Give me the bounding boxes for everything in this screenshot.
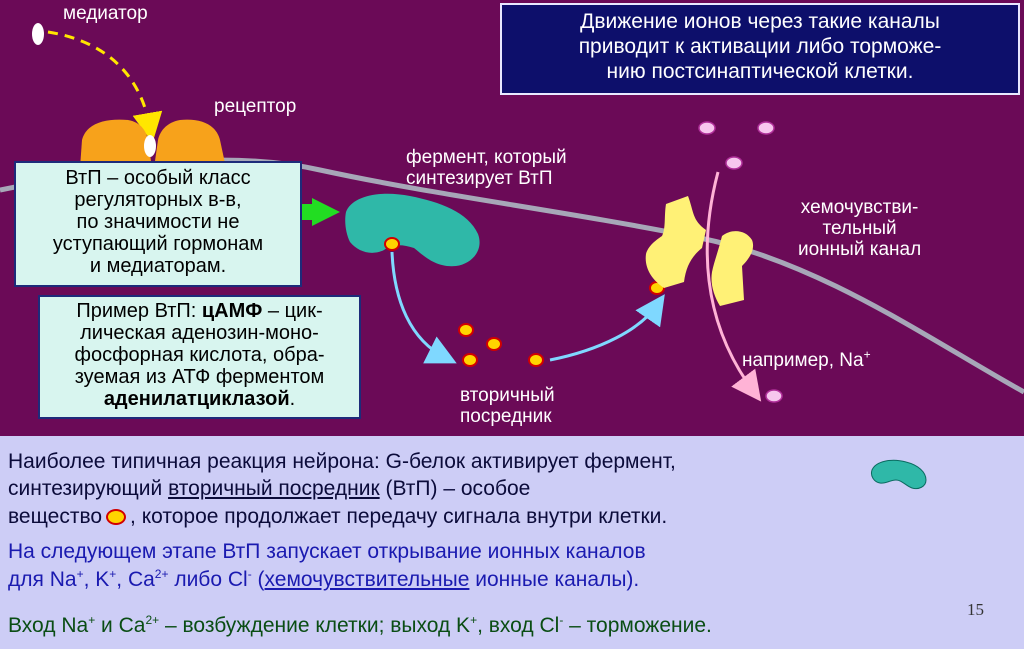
mediator-molecule — [32, 23, 44, 45]
text-span: и Ca — [95, 614, 146, 637]
label-channel-line: тельный — [822, 218, 897, 239]
sup: + — [470, 613, 478, 627]
enzyme-to-messenger-arrow — [390, 251, 457, 364]
bottom-line-4: На следующем этапе ВтП запускает открыва… — [8, 540, 646, 563]
underlined-term: вторичный посредник — [168, 477, 380, 500]
example-line: фосфорная кислота, обра- — [74, 344, 325, 366]
bottom-line-6: Вход Na+ и Ca2+ – возбуждение клетки; вы… — [8, 614, 712, 638]
vtp-line: ВтП – особый класс — [65, 167, 251, 189]
label-messenger-line: посредник — [460, 406, 552, 427]
signal-diagram — [0, 23, 1024, 403]
vtp-line: регуляторных в-в, — [74, 189, 242, 211]
label-enzyme: фермент, который синтезирует ВтП — [406, 147, 567, 189]
label-na-sup: + — [863, 347, 871, 362]
text-span: , Ca — [116, 568, 155, 591]
messenger-to-channel-arrow — [549, 294, 665, 362]
mediator-bound — [144, 135, 156, 157]
text-span: либо Cl — [168, 568, 248, 591]
enzyme-icon — [871, 459, 927, 490]
vtp-line: уступающий гормонам — [52, 233, 264, 255]
info-line: нию постсинаптической клетки. — [606, 60, 914, 83]
sup: 2+ — [154, 567, 169, 581]
ion-channel-shape — [645, 196, 754, 306]
text-span: синтезирующий — [8, 477, 169, 500]
text-span: ( — [251, 568, 265, 591]
bottom-line-2: синтезирующий вторичный посредник (ВтП) … — [8, 477, 530, 501]
text-span: , K — [83, 568, 110, 591]
sup: + — [109, 567, 117, 581]
example-camp: цАМФ — [201, 300, 263, 322]
slide-number: 15 — [967, 600, 984, 619]
ions — [698, 121, 783, 403]
mediator-path-arrow — [47, 30, 163, 143]
label-mediator: медиатор — [63, 3, 148, 24]
vtp-note-box: ВтП – особый класс регуляторных в-в, по … — [14, 161, 302, 287]
text-span: ионные каналы). — [469, 568, 640, 591]
bottom-line-5: для Na+, K+, Ca2+ либо Cl- (хемочувствит… — [8, 568, 639, 592]
text-span: для Na — [8, 568, 77, 591]
text-span: (ВтП) – особое — [379, 477, 531, 500]
example-box: Пример ВтП: цАМФ – цик- лическая аденози… — [38, 295, 361, 419]
text-span: , вход Cl — [477, 614, 560, 637]
second-messenger-molecules — [384, 237, 665, 367]
info-box: Движение ионов через такие каналы привод… — [500, 3, 1020, 95]
label-channel-line: ионный канал — [798, 239, 922, 260]
label-second-messenger: вторичный посредник — [460, 385, 555, 427]
sup: 2+ — [145, 613, 160, 627]
text-span: Вход Na — [8, 614, 89, 637]
label-enzyme-line: фермент, который — [406, 147, 567, 168]
underlined-term: хемочувствительные — [264, 568, 470, 591]
label-messenger-line: вторичный — [460, 385, 555, 406]
messenger-dot-icon — [106, 509, 127, 526]
label-channel-line: хемочувстви- — [800, 197, 919, 218]
text-span: вещество — [8, 505, 103, 528]
example-line: лическая аденозин-моно- — [80, 322, 319, 344]
sup: + — [88, 613, 96, 627]
example-period: . — [289, 388, 296, 410]
label-receptor: рецептор — [214, 96, 297, 117]
text-span: – возбуждение клетки; выход K — [159, 614, 471, 637]
green-arrow — [300, 198, 340, 226]
info-line: приводит к активации либо торможе- — [578, 35, 942, 58]
example-line: зуемая из АТФ ферментом — [74, 366, 325, 388]
label-na-text: например, Na — [742, 350, 864, 371]
example-line: аденилатциклазой. — [46, 388, 353, 410]
vtp-line: по значимости не — [76, 211, 240, 233]
text-span: , которое продолжает передачу сигнала вн… — [130, 505, 668, 528]
bottom-line-1: Наиболее типичная реакция нейрона: G-бел… — [8, 450, 676, 473]
example-line: Пример ВтП: цАМФ – цик- — [46, 300, 353, 322]
example-prefix: Пример ВтП: — [76, 300, 202, 322]
vtp-line: и медиаторам. — [89, 255, 227, 277]
bottom-panel: Наиболее типичная реакция нейрона: G-бел… — [0, 436, 1024, 649]
ion-flow-arrow — [705, 171, 762, 402]
label-enzyme-line: синтезирует ВтП — [406, 168, 553, 189]
enzyme-shape — [345, 193, 480, 267]
text-span: – торможение. — [563, 614, 712, 637]
label-ion-channel: хемочувстви- тельный ионный канал — [798, 197, 921, 260]
sup: - — [247, 567, 252, 581]
example-suffix: – цик- — [262, 300, 323, 322]
sup: + — [76, 567, 84, 581]
sup: - — [559, 613, 564, 627]
receptor-shape — [80, 119, 226, 168]
info-line: Движение ионов через такие каналы — [580, 10, 940, 33]
example-enzyme-name: аденилатциклазой — [103, 388, 290, 410]
label-example-na: например, Na+ — [742, 347, 871, 371]
bottom-line-3: вещество , которое продолжает передачу си… — [8, 505, 667, 529]
